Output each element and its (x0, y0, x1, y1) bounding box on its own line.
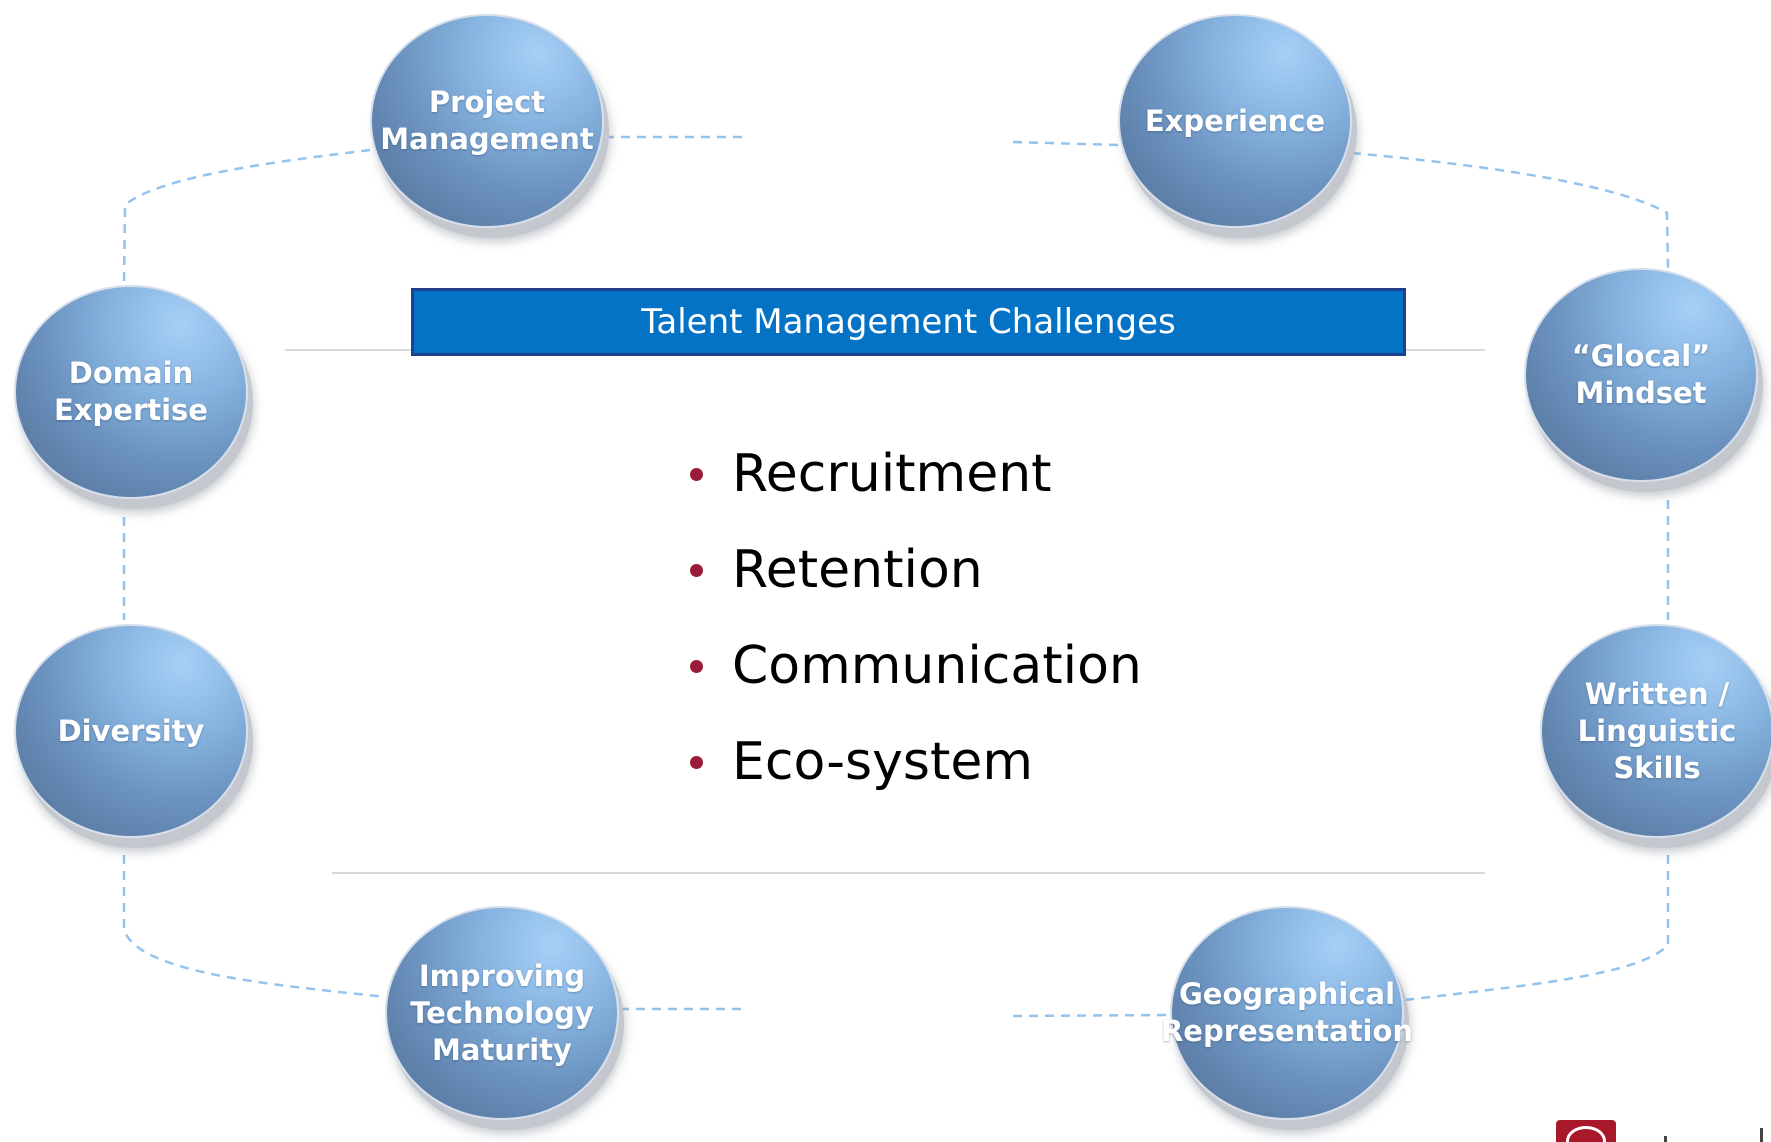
logo-text-fragment (1760, 1128, 1763, 1142)
challenge-list: Recruitment Retention Communication Eco-… (686, 434, 1142, 818)
node-label: Improving Technology Maturity (410, 958, 594, 1067)
node-project-management: Project Management (370, 14, 604, 228)
company-logo (1556, 1120, 1616, 1142)
node-label: Project Management (380, 85, 594, 156)
node-geographical-representation: Geographical Representation (1161, 906, 1413, 1120)
node-experience: Experience (1118, 14, 1352, 228)
bullet-icon (690, 468, 703, 481)
challenge-label: Recruitment (732, 444, 1052, 504)
challenge-label: Retention (732, 540, 983, 600)
node-glocal-mindset: “Glocal” Mindset (1524, 268, 1758, 482)
lower-divider-line (332, 872, 1485, 874)
challenge-item: Recruitment (686, 434, 1142, 530)
node-label: Experience (1144, 103, 1326, 138)
bullet-icon (690, 564, 703, 577)
challenge-item: Eco-system (686, 722, 1142, 818)
node-label: Diversity (57, 713, 205, 748)
logo-swirl-icon (1566, 1126, 1606, 1142)
challenge-item: Communication (686, 626, 1142, 722)
challenge-label: Communication (732, 636, 1142, 696)
node-improving-technology-maturity: Improving Technology Maturity (385, 906, 619, 1120)
diagram-title: Talent Management Challenges (641, 302, 1176, 342)
challenge-item: Retention (686, 530, 1142, 626)
logo-text-fragment (1664, 1136, 1667, 1142)
bullet-icon (690, 756, 703, 769)
bullet-icon (690, 660, 703, 673)
node-label: Domain Expertise (54, 356, 208, 427)
node-label: “Glocal” Mindset (1571, 339, 1711, 410)
node-label: Geographical Representation (1160, 977, 1414, 1048)
node-written-linguistic-skills: Written / Linguistic Skills (1540, 624, 1771, 838)
node-domain-expertise: Domain Expertise (14, 285, 248, 499)
node-label: Written / Linguistic Skills (1577, 676, 1737, 785)
title-banner: Talent Management Challenges (411, 288, 1406, 356)
node-diversity: Diversity (14, 624, 248, 838)
challenge-label: Eco-system (732, 732, 1033, 792)
